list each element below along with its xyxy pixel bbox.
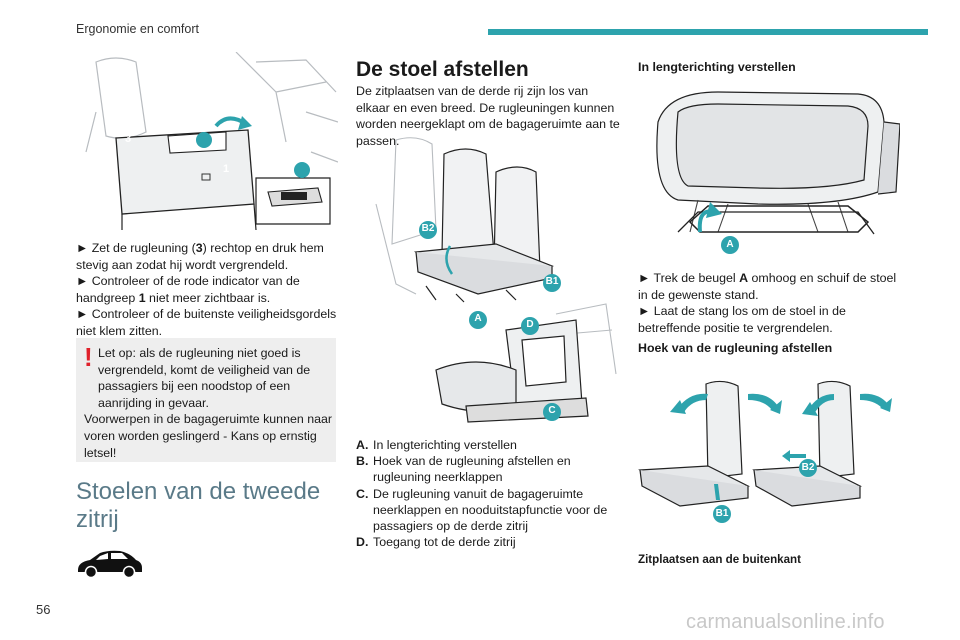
header-title: Ergonomie en comfort — [76, 22, 199, 36]
warning-text: Let op: als de rugleuning niet goed is v… — [84, 345, 334, 461]
legend-text: Hoek van de rugleuning afstellen en rugl… — [373, 454, 571, 485]
car-silhouette-icon — [78, 550, 142, 579]
callout-a: A — [474, 313, 482, 324]
backrest-angle-illustration — [638, 380, 892, 523]
legend-item: B. Hoek van de rugleuning afstellen en ru… — [356, 453, 618, 485]
warning-icon: ! — [84, 342, 93, 372]
heading-length-adjust: In lengterichting verstellen — [638, 60, 796, 74]
legend-item: C. De rugleuning vanuit de bagageruimte n… — [356, 486, 618, 535]
step-pull-bar: ► Trek de beugel A omhoog en schuif de s… — [638, 271, 897, 302]
callout-b1: B1 — [545, 276, 559, 287]
step-check-indicator: ► Controleer of de rode indicator van de… — [76, 274, 300, 305]
third-row-seats-illustration — [375, 137, 617, 423]
callout-a-right: A — [726, 239, 734, 250]
legend-text: In lengterichting verstellen — [373, 438, 517, 452]
page-title: De stoel afstellen — [356, 58, 529, 81]
warning-box: ! Let op: als de rugleuning niet goed is… — [76, 338, 336, 462]
seat-lock-illustration — [85, 52, 338, 230]
right-instructions: ► Trek de beugel A omhoog en schuif de s… — [638, 270, 900, 336]
figure-legend: A. In lengterichting verstellen B. Hoek va… — [356, 437, 618, 550]
legend-key: A. — [356, 438, 369, 452]
heading-outer-seats: Zitplaatsen aan de buitenkant — [638, 553, 801, 566]
legend-item: A. In lengterichting verstellen — [356, 437, 618, 453]
section-title-second-row: Stoelen van de tweede zitrij — [76, 478, 321, 533]
warning-line-1: Let op: als de rugleuning niet goed is v… — [98, 346, 311, 410]
heading-backrest-angle: Hoek van de rugleuning afstellen — [638, 341, 833, 355]
step-release-bar: ► Laat de stang los om de stoel in de be… — [638, 304, 846, 335]
step-check-belts: ► Controleer of de buitenste veiligheids… — [76, 307, 337, 338]
warning-line-2: Voorwerpen in de bagageruimte kunnen naa… — [84, 412, 332, 460]
step-raise-backrest: ► Zet de rugleuning (3) rechtop en druk … — [76, 241, 324, 272]
header-accent-bar — [488, 29, 928, 35]
callout-d: D — [526, 319, 534, 330]
legend-key: C. — [356, 486, 369, 501]
left-instructions: ► Zet de rugleuning (3) rechtop en druk … — [76, 240, 338, 340]
callout-b2: B2 — [421, 223, 435, 234]
callout-c: C — [548, 405, 556, 416]
callout-b2-right: B2 — [801, 462, 815, 473]
legend-item: D. Toegang tot de derde zitrij — [356, 534, 618, 550]
legend-text: De rugleuning vanuit de bagageruimte nee… — [373, 486, 608, 534]
watermark: carmanualsonline.info — [686, 611, 885, 633]
callout-b1-right: B1 — [715, 508, 729, 519]
intro-paragraph: De zitplaatsen van de derde rij zijn los… — [356, 84, 620, 148]
intro-text: De zitplaatsen van de derde rij zijn los… — [356, 83, 620, 149]
legend-text: Toegang tot de derde zitrij — [373, 535, 516, 550]
page-number: 56 — [36, 602, 51, 617]
callout-1: 1 — [222, 163, 230, 175]
legend-key: B. — [356, 454, 369, 469]
legend-key: D. — [356, 535, 369, 550]
length-adjust-illustration — [656, 91, 900, 254]
callout-3: 3 — [124, 133, 132, 145]
